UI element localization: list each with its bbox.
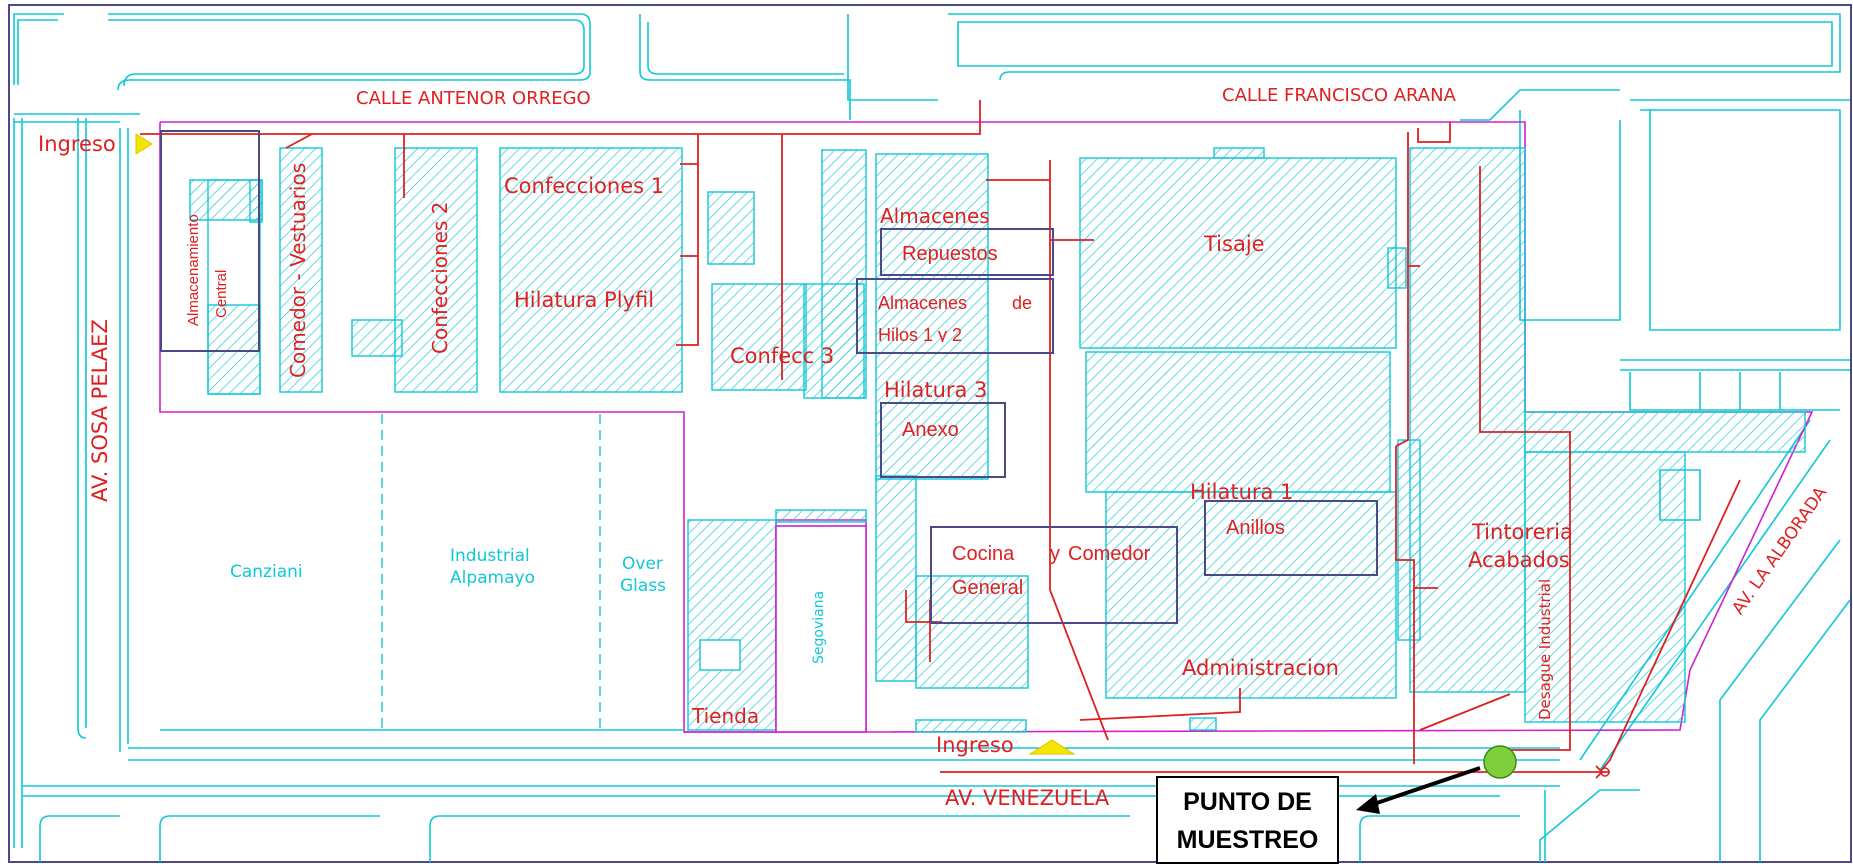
street-label-sosa-pelaez: AV. SOSA PELAEZ — [88, 319, 112, 502]
cocina-label: Cocina — [952, 543, 1015, 565]
buildings — [189, 147, 1806, 733]
hilatura-3-label: Hilatura 3 — [884, 378, 988, 402]
tisaje-label: Tisaje — [1204, 232, 1265, 256]
comedor-label: Comedor — [1068, 543, 1151, 565]
confecc-3-label: Confecc 3 — [730, 344, 835, 368]
repuestos-label: Repuestos — [902, 243, 998, 265]
hilatura-1-label: Hilatura 1 — [1190, 480, 1294, 504]
tienda-label: Tienda — [692, 704, 760, 728]
west-entrance-label: Ingreso — [38, 132, 116, 156]
confecciones-2-label: Confecciones 2 — [428, 201, 452, 355]
street-label-francisco-arana: CALLE FRANCISCO ARANA — [1222, 85, 1456, 106]
almacenes-label: Almacenes — [880, 204, 990, 228]
desague-industrial-label: Desague Industrial — [1536, 578, 1554, 720]
anillos-label: Anillos — [1226, 517, 1285, 539]
frame — [8, 4, 1852, 863]
over-label: Over — [622, 554, 663, 574]
street-label-venezuela: AV. VENEZUELA — [945, 786, 1110, 810]
administracion-label: Administracion — [1182, 656, 1339, 680]
hilos-label: Hilos 1 y 2 — [878, 326, 963, 342]
west-entrance-marker — [135, 133, 153, 155]
anexo-label: Anexo — [902, 419, 959, 441]
anillos-box — [1204, 500, 1378, 576]
callout-arrow — [1356, 794, 1380, 814]
tintoreria-label: Tintoreria — [1472, 520, 1573, 544]
punto-de-muestreo-callout: PUNTO DE MUESTREO — [1156, 776, 1339, 864]
industrial-label: Industrial — [450, 546, 530, 566]
anexo-box — [880, 402, 1006, 478]
confecciones-1-label: Confecciones 1 — [504, 174, 665, 198]
comedor-vestuarios-label: Comedor - Vestuarios — [286, 162, 310, 378]
sampling-point-marker — [1483, 745, 1517, 779]
almacenes-hilos-label-1: Almacenes — [878, 293, 968, 313]
callout-line-1: PUNTO DE — [1183, 788, 1312, 816]
south-entrance-label: Ingreso — [936, 733, 1014, 757]
glass-label: Glass — [620, 576, 667, 596]
acabados-label: Acabados — [1468, 548, 1570, 572]
alpamayo-label: Alpamayo — [450, 568, 535, 588]
general-label: General — [952, 577, 1024, 599]
almacenes-hilos-label-2: de — [1012, 293, 1033, 313]
repuestos-box — [880, 228, 1054, 276]
almacenamiento-label: Almacenamiento — [185, 214, 202, 326]
almacenes-hilos-box — [856, 278, 1054, 354]
y-label: y — [1050, 543, 1060, 565]
segoviana-label: Segoviana — [811, 590, 827, 664]
canziani-label: Canziani — [230, 562, 303, 582]
street-label-antenor-orrego: CALLE ANTENOR ORREGO — [356, 88, 591, 109]
hilatura-plyfil-label: Hilatura Plyfil — [514, 288, 655, 312]
callout-line-2: MUESTREO — [1176, 826, 1319, 854]
neighbor-dividers — [381, 414, 601, 730]
central-label: Central — [213, 269, 230, 318]
almacenamiento-central-box — [160, 130, 260, 352]
street-lines — [13, 13, 1851, 862]
cocina-comedor-box — [930, 526, 1178, 624]
south-entrance-marker — [1028, 739, 1076, 755]
